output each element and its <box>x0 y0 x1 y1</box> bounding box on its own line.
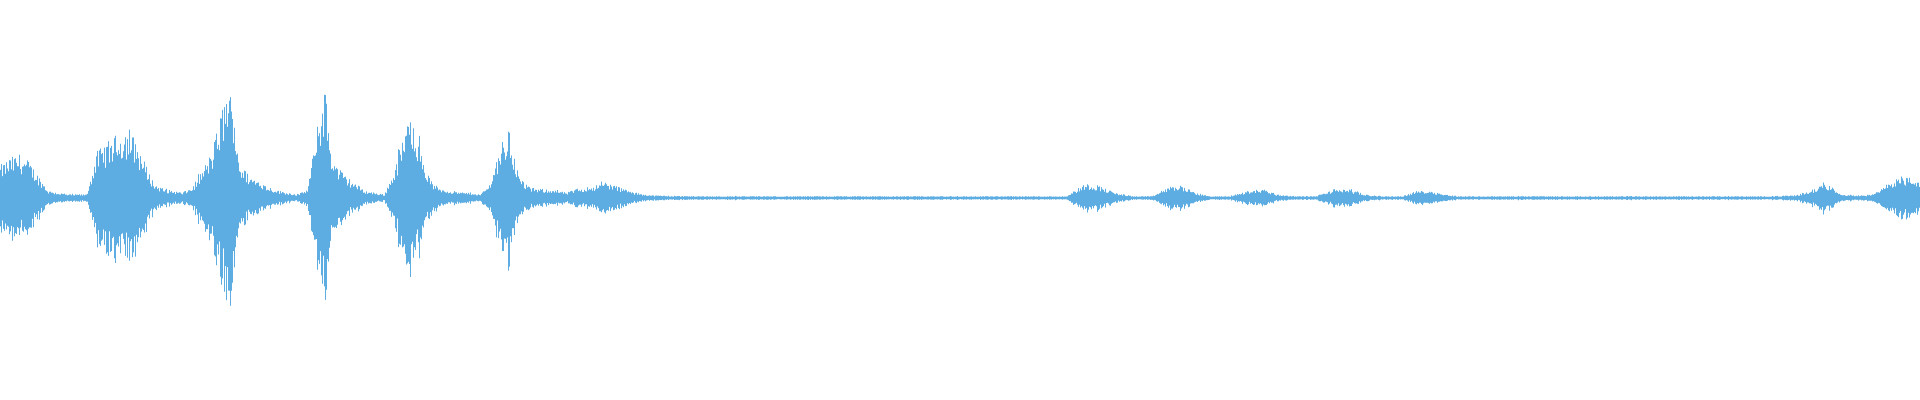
waveform-signal <box>0 94 1920 306</box>
